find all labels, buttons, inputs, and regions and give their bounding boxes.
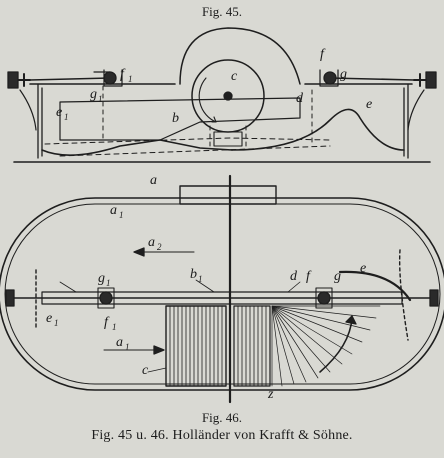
label-g-top: g (340, 67, 347, 82)
label-f1-sub: 1 (128, 74, 133, 84)
label-c-bottom: c (142, 363, 149, 378)
label-c-top: c (231, 69, 238, 84)
label-f1-bottom: f (104, 315, 110, 330)
label-b1-bottom: b (190, 267, 197, 282)
label-a1-sub: 1 (125, 342, 130, 352)
label-e-bottom: e (360, 261, 366, 276)
label-e1-bottom: e (46, 311, 52, 326)
label-g-bottom: g (334, 269, 341, 284)
label-a-bottom-sub: 1 (119, 210, 124, 220)
backfall-hump (231, 108, 405, 151)
label-a2-bottom: a (148, 235, 155, 250)
label-g1-bottom-sub: 1 (106, 278, 111, 288)
label-a-top: a (150, 173, 157, 188)
fig45-side-section (7, 27, 437, 163)
label-f1-top: f (120, 67, 126, 82)
label-a-bottom: a (110, 203, 117, 218)
label-d-bottom: d (290, 269, 298, 284)
fig46-plan-view (0, 174, 444, 404)
backfall-fan (271, 305, 381, 387)
trough-inner-outline (4, 203, 441, 385)
roll-hood (179, 27, 301, 85)
label-g1-sub: 1 (98, 94, 103, 104)
label-f1-bottom-sub: 1 (112, 322, 117, 332)
label-z-bottom: z (267, 387, 274, 402)
label-a2-sub: 2 (157, 242, 162, 252)
label-f-top: f (320, 47, 326, 62)
label-d-top: d (296, 91, 304, 106)
figure-46-title: Fig. 46. (201, 410, 243, 425)
label-g1-bottom: g (98, 271, 105, 286)
hood-plate (179, 185, 277, 205)
midfeather-plate (59, 97, 301, 141)
label-e1-sub: 1 (64, 112, 69, 122)
label-f-bottom: f (306, 269, 312, 284)
figure-45-title: Fig. 45. (201, 4, 243, 19)
label-a1-bottom: a (116, 335, 123, 350)
label-e1-bottom-sub: 1 (54, 318, 59, 328)
label-b-top: b (172, 111, 179, 126)
label-e1-top: e (56, 105, 62, 120)
label-b1-bottom-sub: 1 (198, 274, 203, 284)
beater-roll-plan (165, 305, 227, 387)
roll-shaft (223, 91, 233, 101)
label-e-top: e (366, 97, 372, 112)
trough-outline (0, 197, 444, 391)
label-g1-top: g (90, 87, 97, 102)
figure-caption: Fig. 45 u. 46. Holländer von Krafft & Sö… (91, 428, 353, 443)
